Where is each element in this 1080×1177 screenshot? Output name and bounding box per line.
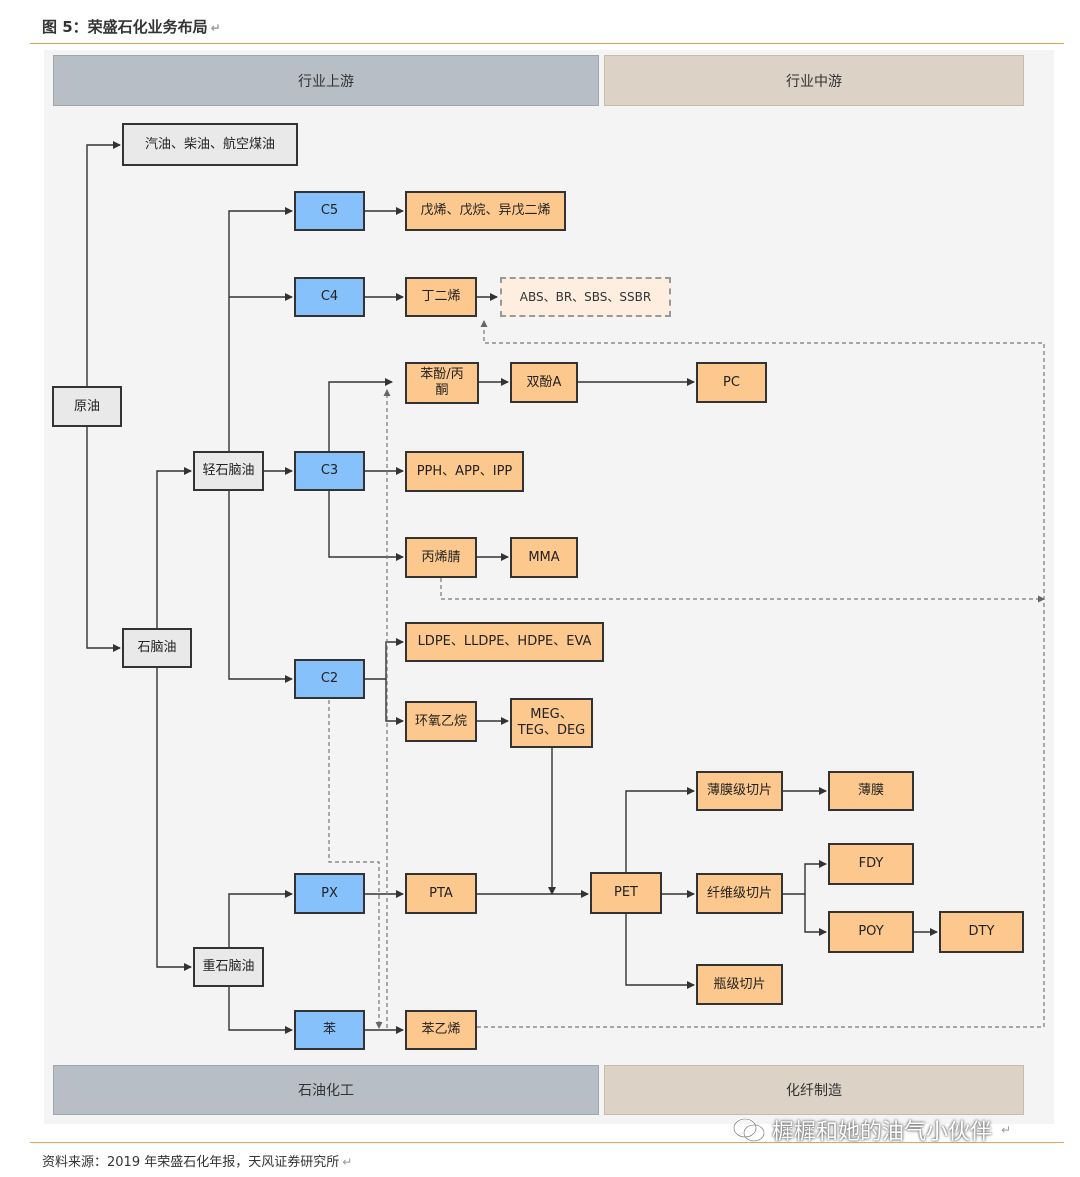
node-pta: PTA xyxy=(405,873,477,914)
node-film: 薄膜 xyxy=(828,771,914,811)
node-pc: PC xyxy=(696,362,767,403)
node-film-chip: 薄膜级切片 xyxy=(696,771,783,811)
node-c4: C4 xyxy=(294,277,365,317)
node-fuels: 汽油、柴油、航空煤油 xyxy=(122,123,298,166)
node-light-naphtha: 轻石脑油 xyxy=(193,451,264,491)
node-heavy-naphtha: 重石脑油 xyxy=(193,947,264,987)
watermark: 樨樨和她的油气小伙伴 ↵ xyxy=(732,1114,1011,1146)
return-mark: ↵ xyxy=(342,1155,353,1169)
node-naphtha: 石脑油 xyxy=(122,628,192,668)
node-bisphenol-a: 双酚A xyxy=(510,362,578,403)
watermark-text: 樨樨和她的油气小伙伴 xyxy=(772,1120,993,1145)
node-benzene: 苯 xyxy=(294,1010,365,1050)
node-polyethylenes: LDPE、LLDPE、HDPE、EVA xyxy=(405,622,604,662)
node-glycols: MEG、TEG、DEG xyxy=(510,698,593,748)
node-poy: POY xyxy=(828,911,914,953)
node-styrene: 苯乙烯 xyxy=(405,1010,477,1050)
source-note: 资料来源：2019 年荣盛石化年报，天风证券研究所↵ xyxy=(42,1155,353,1170)
node-dty: DTY xyxy=(939,911,1024,953)
node-c5: C5 xyxy=(294,191,365,231)
footer-rule xyxy=(30,1142,1064,1143)
node-ethylene-oxide: 环氧乙烷 xyxy=(405,701,477,742)
node-abs-rubbers: ABS、BR、SBS、SSBR xyxy=(500,277,671,317)
return-mark: ↵ xyxy=(210,21,221,35)
node-bottle-chip: 瓶级切片 xyxy=(696,964,783,1005)
band-petrochem: 石油化工 xyxy=(53,1065,599,1115)
band-midstream: 行业中游 xyxy=(604,55,1024,106)
figure-title: 图 5：荣盛石化业务布局↵ xyxy=(42,18,221,36)
node-c3: C3 xyxy=(294,451,365,491)
node-fdy: FDY xyxy=(828,843,914,885)
node-pentenes: 戊烯、戊烷、异戊二烯 xyxy=(405,191,566,231)
node-mma: MMA xyxy=(510,537,578,578)
node-acrylonitrile: 丙烯腈 xyxy=(405,537,477,578)
node-butadiene: 丁二烯 xyxy=(405,277,477,317)
chat-bubble-icon xyxy=(732,1117,766,1143)
node-c2: C2 xyxy=(294,659,365,699)
node-pph-app-ipp: PPH、APP、IPP xyxy=(405,451,524,492)
node-crude-oil: 原油 xyxy=(52,386,122,427)
return-mark: ↵ xyxy=(1001,1123,1012,1137)
node-fiber-chip: 纤维级切片 xyxy=(696,873,783,914)
node-phenol-acetone: 苯酚/丙酮 xyxy=(405,362,479,404)
band-fiber: 化纤制造 xyxy=(604,1065,1024,1115)
band-upstream: 行业上游 xyxy=(53,55,599,106)
node-px: PX xyxy=(294,873,365,914)
node-pet: PET xyxy=(590,872,662,914)
title-rule xyxy=(30,43,1064,44)
